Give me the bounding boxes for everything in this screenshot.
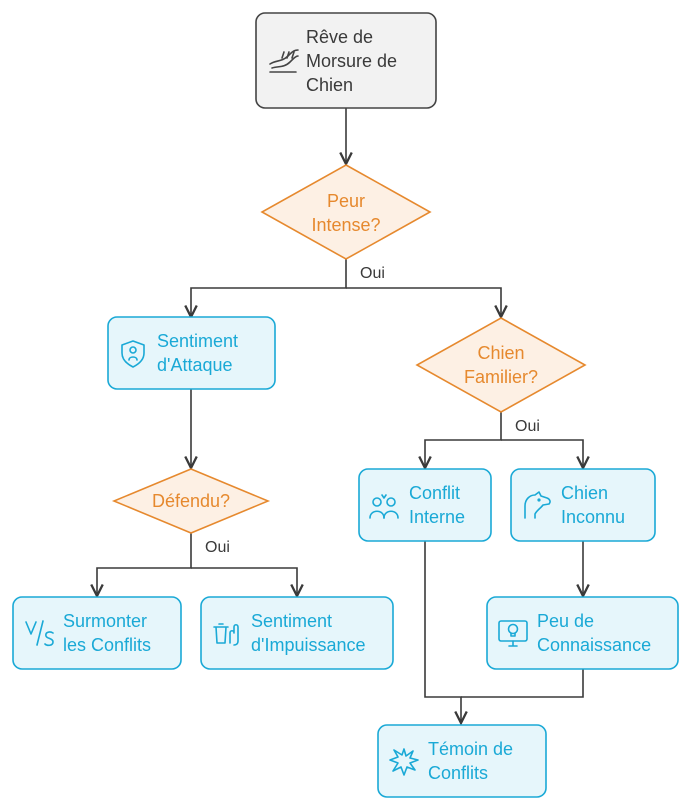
node-start[interactable]: Rêve de Morsure de Chien [255, 12, 437, 109]
edge-familiar-conflict [425, 412, 502, 468]
decision-defended[interactable]: Défendu? [111, 468, 271, 534]
edge-label-fear-yes: Oui [360, 265, 385, 282]
edge-label-familiar-yes: Oui [515, 418, 540, 435]
edge-conflict-witness [424, 541, 461, 723]
node-unknown-dog-line-1: Chien [561, 483, 608, 503]
shield-person-icon [121, 340, 145, 368]
people-conflict-icon [369, 494, 399, 519]
edge-familiar-unknown [501, 439, 583, 468]
node-helpless-line-1: Sentiment [251, 611, 332, 631]
explosion-icon [389, 748, 419, 776]
node-attack-line-2: d'Attaque [157, 355, 233, 375]
versus-icon [25, 620, 54, 647]
dog-head-icon [524, 491, 551, 519]
edge-knowledge-witness [461, 669, 584, 698]
monitor-skull-icon [498, 620, 528, 647]
dog-bite-icon [269, 49, 299, 73]
node-attack[interactable]: Sentiment d'Attaque [107, 316, 276, 390]
node-helpless[interactable]: Sentiment d'Impuissance [200, 596, 394, 670]
edge-fear-attack [191, 259, 347, 317]
node-start-line-1: Rêve de [306, 27, 373, 47]
edge-fear-familiar [346, 287, 501, 317]
node-little-knowledge-line-1: Peu de [537, 611, 594, 631]
decision-familiar-line-1: Chien [477, 343, 524, 363]
node-overcome-line-1: Surmonter [63, 611, 147, 631]
decision-defended-line-1: Défendu? [152, 491, 230, 511]
node-witness-line-1: Témoin de [428, 739, 513, 759]
node-attack-line-1: Sentiment [157, 331, 238, 351]
edge-defended-overcome [97, 533, 192, 596]
node-overcome[interactable]: Surmonter les Conflits [12, 596, 182, 670]
edges [97, 108, 583, 723]
node-witness[interactable]: Témoin de Conflits [377, 724, 547, 798]
node-unknown-dog[interactable]: Chien Inconnu [510, 468, 656, 542]
node-start-line-3: Chien [306, 75, 353, 95]
decision-fear-line-2: Intense? [311, 215, 380, 235]
decision-familiar[interactable]: Chien Familier? [415, 317, 587, 413]
trash-hand-icon [213, 623, 239, 646]
edge-defended-helpless [191, 567, 297, 596]
node-helpless-line-2: d'Impuissance [251, 635, 366, 655]
decision-fear[interactable]: Peur Intense? [260, 164, 432, 260]
edge-label-defended-yes: Oui [205, 539, 230, 556]
node-witness-line-2: Conflits [428, 763, 488, 783]
node-start-line-2: Morsure de [306, 51, 397, 71]
node-little-knowledge[interactable]: Peu de Connaissance [486, 596, 679, 670]
node-conflict-internal[interactable]: Conflit Interne [358, 468, 492, 542]
node-conflict-internal-line-1: Conflit [409, 483, 460, 503]
node-overcome-line-2: les Conflits [63, 635, 151, 655]
node-unknown-dog-line-2: Inconnu [561, 507, 625, 527]
node-conflict-internal-line-2: Interne [409, 507, 465, 527]
decision-familiar-line-2: Familier? [464, 367, 538, 387]
decision-fear-line-1: Peur [327, 191, 365, 211]
node-little-knowledge-line-2: Connaissance [537, 635, 651, 655]
